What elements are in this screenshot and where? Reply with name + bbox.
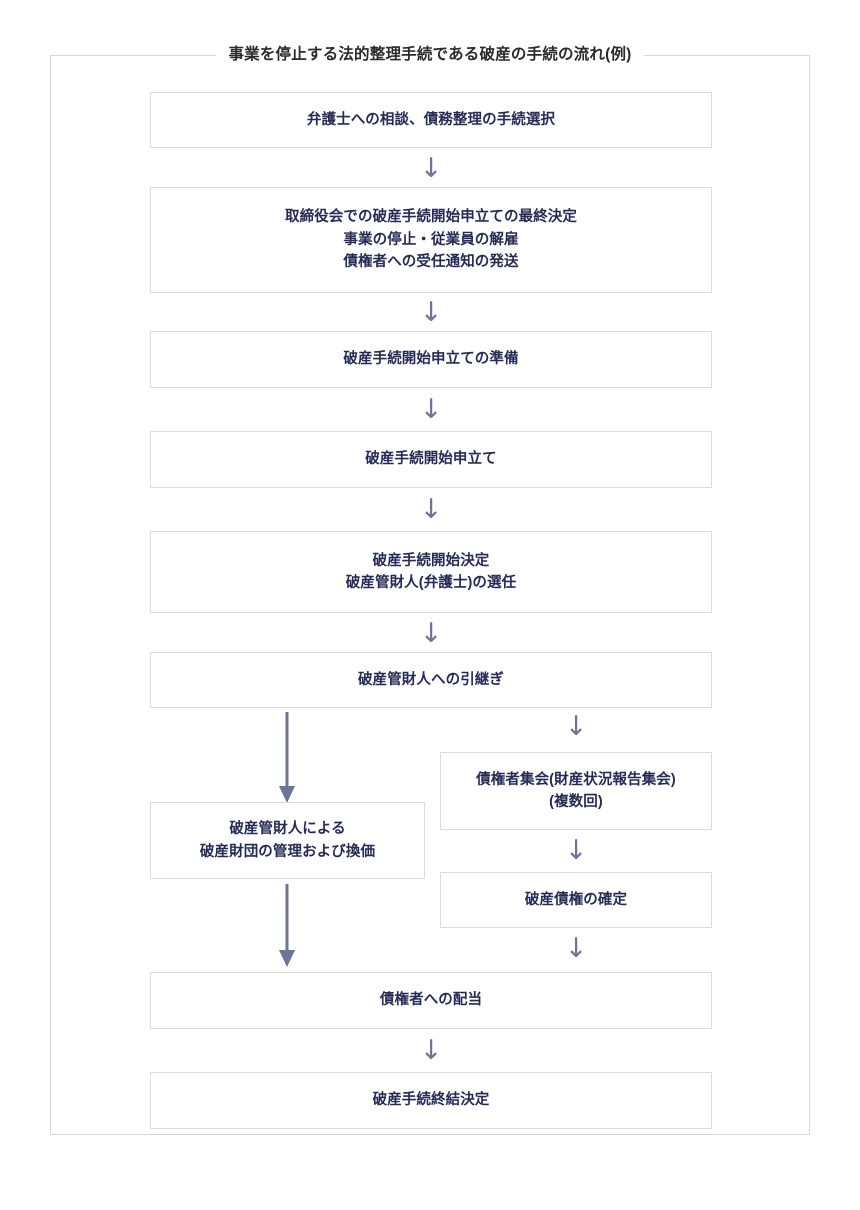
flow-arrow-8-10-long — [275, 884, 299, 968]
flow-node-8-line-1: 破産管財人による — [229, 821, 346, 838]
flow-node-2-line-2: 事業の停止・従業員の解雇 — [343, 231, 519, 248]
flow-node-2-line-1: 取締役会での破産手続開始申立ての最終決定 — [285, 209, 577, 226]
flow-arrow-6-8-long — [275, 712, 299, 804]
flow-node-6: 破産管財人への引継ぎ — [150, 652, 712, 708]
flow-arrow-1-2: ↓ — [419, 153, 443, 184]
flow-node-10-line-1: 債権者への配当 — [379, 992, 483, 1009]
flow-node-1-line-1: 弁護士への相談、債務整理の手続選択 — [306, 111, 556, 128]
diagram-title: 事業を停止する法的整理手続である破産の手続の流れ(例) — [0, 40, 860, 70]
flow-arrow-3-4: ↓ — [419, 394, 443, 425]
flow-arrow-6-7: ↓ — [564, 711, 588, 742]
flow-node-9: 破産債権の確定 — [440, 872, 712, 928]
flow-node-11-line-1: 破産手続終結決定 — [372, 1092, 490, 1109]
flow-node-5-line-2: 破産管財人(弁護士)の選任 — [345, 575, 517, 591]
flow-node-7: 債権者集会(財産状況報告集会) (複数回) — [440, 752, 712, 830]
flow-node-7-line-2: (複数回) — [549, 794, 603, 810]
flow-arrow-7-9: ↓ — [564, 835, 588, 866]
flow-node-3: 破産手続開始申立ての準備 — [150, 331, 712, 388]
flow-arrow-5-6: ↓ — [419, 618, 443, 649]
flow-arrow-4-5: ↓ — [419, 494, 443, 525]
flow-arrow-2-3: ↓ — [419, 297, 443, 328]
flow-node-4-line-1: 破産手続開始申立て — [365, 451, 497, 468]
flow-node-8: 破産管財人による 破産財団の管理および換価 — [150, 802, 425, 879]
flow-node-5: 破産手続開始決定 破産管財人(弁護士)の選任 — [150, 531, 712, 613]
flow-node-5-line-1: 破産手続開始決定 — [372, 552, 490, 569]
flow-node-6-line-1: 破産管財人への引継ぎ — [358, 671, 504, 688]
flow-node-3-line-1: 破産手続開始申立ての準備 — [343, 351, 519, 368]
flow-arrow-9-10: ↓ — [564, 933, 588, 964]
flow-node-2-line-3: 債権者への受任通知の発送 — [343, 254, 519, 271]
flow-node-1: 弁護士への相談、債務整理の手続選択 — [150, 92, 712, 148]
flow-node-11: 破産手続終結決定 — [150, 1072, 712, 1129]
flow-node-4: 破産手続開始申立て — [150, 431, 712, 488]
flow-node-8-line-2: 破産財団の管理および換価 — [199, 843, 376, 860]
flow-node-9-line-1: 破産債権の確定 — [524, 891, 628, 908]
flow-node-7-line-1: 債権者集会(財産状況報告集会) — [476, 771, 676, 788]
flow-node-2: 取締役会での破産手続開始申立ての最終決定 事業の停止・従業員の解雇 債権者への受… — [150, 187, 712, 293]
flow-arrow-10-11: ↓ — [419, 1035, 443, 1066]
diagram-title-text: 事業を停止する法的整理手続である破産の手続の流れ(例) — [216, 46, 644, 63]
flow-node-10: 債権者への配当 — [150, 972, 712, 1029]
